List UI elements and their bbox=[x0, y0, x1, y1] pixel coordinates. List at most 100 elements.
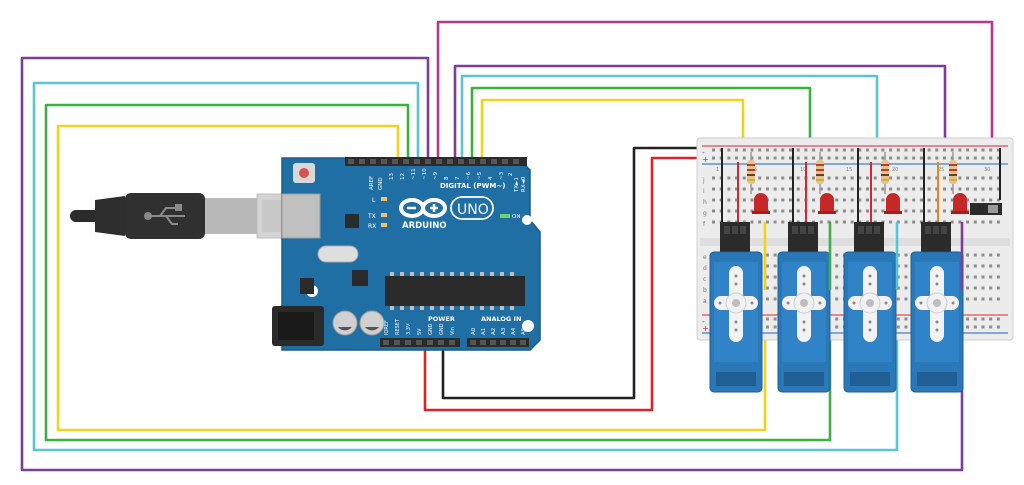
breadboard-hole[interactable] bbox=[989, 286, 993, 290]
breadboard-hole[interactable] bbox=[904, 176, 908, 180]
breadboard-hole[interactable] bbox=[858, 148, 862, 152]
breadboard-hole[interactable] bbox=[781, 176, 785, 180]
breadboard-hole[interactable] bbox=[773, 286, 777, 290]
breadboard-hole[interactable] bbox=[835, 156, 839, 160]
breadboard-hole[interactable] bbox=[973, 198, 977, 202]
wire-cyan-outer[interactable] bbox=[32, 81, 899, 452]
breadboard-hole[interactable] bbox=[827, 148, 831, 152]
breadboard-hole[interactable] bbox=[773, 317, 777, 321]
breadboard-hole[interactable] bbox=[904, 275, 908, 279]
breadboard-hole[interactable] bbox=[735, 209, 739, 213]
breadboard-hole[interactable] bbox=[765, 317, 769, 321]
breadboard-hole[interactable] bbox=[873, 148, 877, 152]
breadboard-hole[interactable] bbox=[966, 220, 970, 224]
breadboard-hole[interactable] bbox=[873, 156, 877, 160]
breadboard-hole[interactable] bbox=[981, 317, 985, 321]
breadboard-hole[interactable] bbox=[727, 198, 731, 202]
breadboard-hole[interactable] bbox=[835, 325, 839, 329]
breadboard-hole[interactable] bbox=[996, 275, 1000, 279]
breadboard-hole[interactable] bbox=[712, 176, 715, 180]
breadboard-hole[interactable] bbox=[989, 253, 993, 257]
breadboard-hole[interactable] bbox=[789, 198, 792, 202]
breadboard-hole[interactable] bbox=[912, 198, 916, 202]
breadboard-hole[interactable] bbox=[835, 264, 839, 268]
breadboard-hole[interactable] bbox=[789, 148, 792, 152]
breadboard-hole[interactable] bbox=[996, 198, 1000, 202]
analog-header[interactable] bbox=[467, 338, 529, 347]
breadboard-hole[interactable] bbox=[973, 264, 977, 268]
breadboard-hole[interactable] bbox=[927, 148, 931, 152]
breadboard-hole[interactable] bbox=[842, 156, 846, 160]
breadboard-hole[interactable] bbox=[850, 209, 854, 213]
breadboard-hole[interactable] bbox=[850, 220, 854, 224]
red-led[interactable] bbox=[818, 193, 836, 214]
breadboard-hole[interactable] bbox=[835, 148, 839, 152]
breadboard-hole[interactable] bbox=[742, 198, 746, 202]
breadboard-hole[interactable] bbox=[896, 187, 900, 191]
breadboard-hole[interactable] bbox=[989, 317, 993, 321]
breadboard-hole[interactable] bbox=[943, 209, 946, 213]
breadboard-hole[interactable] bbox=[742, 156, 746, 160]
breadboard-hole[interactable] bbox=[835, 198, 839, 202]
breadboard-hole[interactable] bbox=[866, 176, 869, 180]
breadboard-hole[interactable] bbox=[943, 148, 946, 152]
breadboard-hole[interactable] bbox=[835, 176, 839, 180]
breadboard-hole[interactable] bbox=[812, 198, 816, 202]
breadboard-hole[interactable] bbox=[904, 187, 908, 191]
breadboard-hole[interactable] bbox=[727, 148, 731, 152]
breadboard-hole[interactable] bbox=[896, 317, 900, 321]
breadboard-hole[interactable] bbox=[765, 220, 769, 224]
breadboard-hole[interactable] bbox=[966, 148, 970, 152]
breadboard-hole[interactable] bbox=[943, 187, 946, 191]
breadboard-hole[interactable] bbox=[889, 176, 893, 180]
breadboard-hole[interactable] bbox=[842, 209, 846, 213]
breadboard-hole[interactable] bbox=[773, 297, 777, 301]
breadboard-hole[interactable] bbox=[973, 286, 977, 290]
breadboard-hole[interactable] bbox=[989, 220, 993, 224]
breadboard-hole[interactable] bbox=[989, 325, 993, 329]
breadboard-hole[interactable] bbox=[727, 187, 731, 191]
breadboard-hole[interactable] bbox=[896, 297, 900, 301]
breadboard-hole[interactable] bbox=[835, 209, 839, 213]
breadboard-hole[interactable] bbox=[996, 264, 1000, 268]
wire-black-gnd[interactable] bbox=[441, 146, 710, 400]
breadboard-hole[interactable] bbox=[950, 198, 954, 202]
breadboard-hole[interactable] bbox=[912, 209, 916, 213]
breadboard-hole[interactable] bbox=[758, 220, 762, 224]
breadboard-hole[interactable] bbox=[712, 156, 715, 160]
breadboard-hole[interactable] bbox=[812, 176, 816, 180]
breadboard-hole[interactable] bbox=[773, 264, 777, 268]
breadboard-hole[interactable] bbox=[981, 198, 985, 202]
breadboard-hole[interactable] bbox=[873, 198, 877, 202]
breadboard-hole[interactable] bbox=[842, 187, 846, 191]
breadboard-hole[interactable] bbox=[966, 176, 970, 180]
breadboard-hole[interactable] bbox=[873, 176, 877, 180]
breadboard-hole[interactable] bbox=[966, 253, 970, 257]
breadboard-hole[interactable] bbox=[989, 187, 993, 191]
wire-green-outer[interactable] bbox=[44, 103, 832, 442]
breadboard-hole[interactable] bbox=[742, 176, 746, 180]
breadboard-hole[interactable] bbox=[742, 148, 746, 152]
breadboard-hole[interactable] bbox=[904, 198, 908, 202]
breadboard-hole[interactable] bbox=[781, 220, 785, 224]
breadboard-hole[interactable] bbox=[973, 156, 977, 160]
breadboard-hole[interactable] bbox=[981, 297, 985, 301]
breadboard-hole[interactable] bbox=[858, 198, 862, 202]
breadboard-hole[interactable] bbox=[966, 286, 970, 290]
breadboard-hole[interactable] bbox=[889, 187, 893, 191]
breadboard-hole[interactable] bbox=[735, 176, 739, 180]
breadboard-hole[interactable] bbox=[927, 176, 931, 180]
breadboard-hole[interactable] bbox=[966, 264, 970, 268]
breadboard-hole[interactable] bbox=[958, 148, 962, 152]
wire-magenta-top[interactable] bbox=[436, 20, 994, 164]
breadboard-hole[interactable] bbox=[973, 275, 977, 279]
breadboard-hole[interactable] bbox=[973, 187, 977, 191]
breadboard-hole[interactable] bbox=[866, 156, 869, 160]
breadboard-hole[interactable] bbox=[750, 187, 754, 191]
breadboard-hole[interactable] bbox=[750, 220, 754, 224]
breadboard-hole[interactable] bbox=[765, 156, 769, 160]
breadboard-hole[interactable] bbox=[966, 187, 970, 191]
breadboard-hole[interactable] bbox=[742, 187, 746, 191]
breadboard-hole[interactable] bbox=[896, 176, 900, 180]
breadboard-hole[interactable] bbox=[981, 325, 985, 329]
